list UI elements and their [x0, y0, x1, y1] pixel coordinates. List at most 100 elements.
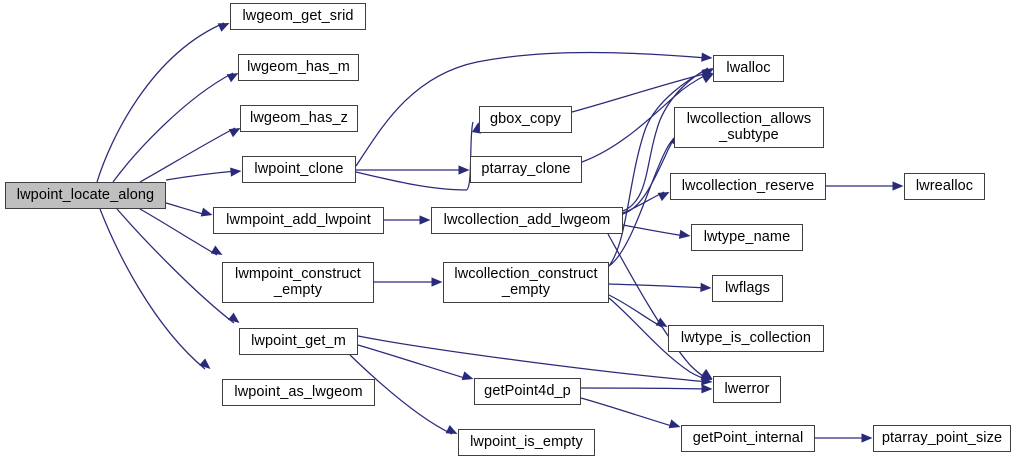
node-label: lwgeom_get_srid	[242, 7, 354, 24]
node-ptarray_clone[interactable]: ptarray_clone	[470, 156, 582, 183]
node-label: lwcollection_reserve	[681, 177, 815, 194]
edge-lwpoint_locate_along-to-lwgeom_get_srid	[96, 22, 230, 183]
node-lwalloc[interactable]: lwalloc	[713, 55, 784, 82]
node-label: lwpoint_get_m	[251, 332, 346, 349]
node-lwgeom_get_srid[interactable]: lwgeom_get_srid	[230, 3, 366, 30]
arrowhead-icon	[701, 69, 714, 79]
arrowhead-icon	[227, 312, 240, 323]
arrowhead-icon	[230, 167, 242, 177]
node-lwgeom_has_z[interactable]: lwgeom_has_z	[240, 105, 358, 132]
node-ptarray_point_size[interactable]: ptarray_point_size	[873, 425, 1011, 452]
arrowhead-icon	[701, 52, 713, 62]
arrowhead-icon	[701, 376, 713, 386]
node-label: gbox_copy	[489, 110, 562, 127]
node-label: lwpoint_clone	[254, 160, 344, 177]
node-label: lwcollection_allows _subtype	[686, 110, 812, 143]
node-label: lwerror	[724, 380, 770, 397]
node-label: lwpoint_is_empty	[470, 433, 583, 450]
arrowhead-icon	[655, 317, 668, 327]
edge-lwcollection_construct_empty-to-lwtype_is_collection	[608, 294, 668, 328]
arrowhead-icon	[445, 424, 458, 434]
node-lwmpoint_add_lwpoint[interactable]: lwmpoint_add_lwpoint	[213, 207, 384, 234]
node-label: getPoint_internal	[692, 429, 804, 446]
arrowhead-icon	[678, 229, 691, 239]
node-label: lwtype_name	[703, 228, 791, 245]
edge-lwpoint_get_m-to-getPoint4d_p	[357, 344, 474, 381]
arrowhead-icon	[431, 277, 443, 287]
arrowhead-icon	[701, 74, 714, 84]
node-lwpoint_clone[interactable]: lwpoint_clone	[242, 156, 356, 183]
node-label: lwcollection_construct _empty	[454, 265, 598, 298]
arrowhead-icon	[892, 181, 904, 191]
edge-getPoint4d_p-to-getPoint_internal	[580, 397, 681, 429]
arrowhead-icon	[471, 122, 482, 134]
node-label: lwflags	[724, 279, 771, 296]
node-label: lwalloc	[726, 59, 771, 76]
edge-getPoint_internal-to-ptarray_point_size	[814, 433, 873, 443]
node-lwflags[interactable]: lwflags	[712, 275, 783, 302]
arrowhead-icon	[228, 128, 241, 138]
node-label: lwtype_is_collection	[680, 329, 812, 346]
node-lwcollection_construct_empty[interactable]: lwcollection_construct _empty	[443, 262, 609, 303]
arrowhead-icon	[461, 371, 474, 381]
node-lwrealloc[interactable]: lwrealloc	[904, 173, 985, 200]
node-getPoint4d_p[interactable]: getPoint4d_p	[474, 378, 581, 405]
node-label: lwpoint_locate_along	[16, 186, 155, 203]
node-lwtype_name[interactable]: lwtype_name	[691, 224, 803, 251]
edge-lwmpoint_construct_empty-to-lwcollection_construct_empty	[373, 277, 443, 287]
edge-lwpoint_locate_along-to-lwgeom_has_m	[112, 72, 239, 183]
node-label: ptarray_clone	[481, 160, 571, 177]
node-getPoint_internal[interactable]: getPoint_internal	[681, 425, 815, 452]
edge-lwcollection_construct_empty-to-lwalloc	[608, 68, 714, 267]
edge-lwcollection_construct_empty-to-lwflags	[608, 282, 712, 292]
node-label: ptarray_point_size	[881, 429, 1003, 446]
arrowhead-icon	[657, 192, 670, 202]
edge-lwpoint_get_m-to-lwpoint_is_empty	[349, 354, 458, 435]
arrowhead-icon	[226, 73, 239, 83]
edge-getPoint4d_p-to-lwerror	[580, 384, 713, 394]
node-label: lwgeom_has_z	[250, 109, 348, 126]
node-lwcollection_allows_subtype[interactable]: lwcollection_allows _subtype	[674, 107, 824, 148]
node-lwtype_is_collection[interactable]: lwtype_is_collection	[668, 325, 824, 352]
edge-lwpoint_clone-to-ptarray_clone	[356, 165, 470, 175]
arrowhead-icon	[458, 165, 470, 175]
node-gbox_copy[interactable]: gbox_copy	[479, 106, 572, 133]
arrowhead-icon	[861, 433, 873, 443]
arrowhead-icon	[210, 245, 223, 255]
node-lwpoint_as_lwgeom[interactable]: lwpoint_as_lwgeom	[222, 379, 375, 406]
edge-lwcollection_add_lwgeom-to-lwerror	[607, 233, 713, 380]
node-label: lwgeom_has_m	[247, 58, 350, 75]
node-label: lwcollection_add_lwgeom	[443, 211, 611, 228]
arrowhead-icon	[700, 282, 712, 292]
edge-gbox_copy-to-lwalloc	[571, 71, 714, 113]
edge-lwmpoint_add_lwpoint-to-lwcollection_add_lwgeom	[384, 215, 431, 225]
node-label: lwmpoint_add_lwpoint	[226, 211, 371, 228]
edge-lwpoint_locate_along-to-lwmpoint_construct_empty	[139, 208, 223, 256]
arrowhead-icon	[200, 207, 213, 217]
edge-lwpoint_clone-to-lwalloc	[355, 51, 713, 167]
node-lwmpoint_construct_empty[interactable]: lwmpoint_construct _empty	[222, 262, 374, 303]
edge-lwpoint_locate_along-to-lwpoint_clone	[165, 167, 242, 181]
edge-lwpoint_locate_along-to-lwmpoint_add_lwpoint	[165, 202, 213, 217]
arrowhead-icon	[419, 215, 431, 225]
edge-lwpoint_locate_along-to-lwpoint_get_m	[116, 208, 240, 324]
arrowhead-icon	[217, 23, 230, 32]
arrowhead-icon	[701, 384, 713, 394]
node-label: lwrealloc	[915, 177, 974, 194]
node-lwpoint_get_m[interactable]: lwpoint_get_m	[239, 328, 358, 355]
edge-lwcollection_add_lwgeom-to-lwtype_name	[622, 224, 691, 239]
node-lwerror[interactable]: lwerror	[713, 376, 781, 403]
arrowhead-icon	[668, 419, 681, 429]
edge-lwpoint_locate_along-to-lwgeom_has_z	[139, 127, 241, 183]
node-lwcollection_reserve[interactable]: lwcollection_reserve	[670, 173, 826, 200]
node-lwpoint_locate_along[interactable]: lwpoint_locate_along	[5, 182, 166, 209]
node-lwcollection_add_lwgeom[interactable]: lwcollection_add_lwgeom	[431, 207, 623, 234]
edge-lwcollection_reserve-to-lwrealloc	[826, 181, 904, 191]
edge-lwpoint_get_m-to-lwerror	[357, 335, 713, 386]
node-lwpoint_is_empty[interactable]: lwpoint_is_empty	[458, 429, 595, 456]
arrowhead-icon	[199, 358, 211, 369]
node-label: lwpoint_as_lwgeom	[234, 383, 363, 400]
node-lwgeom_has_m[interactable]: lwgeom_has_m	[238, 54, 359, 81]
node-label: lwmpoint_construct _empty	[235, 265, 361, 298]
